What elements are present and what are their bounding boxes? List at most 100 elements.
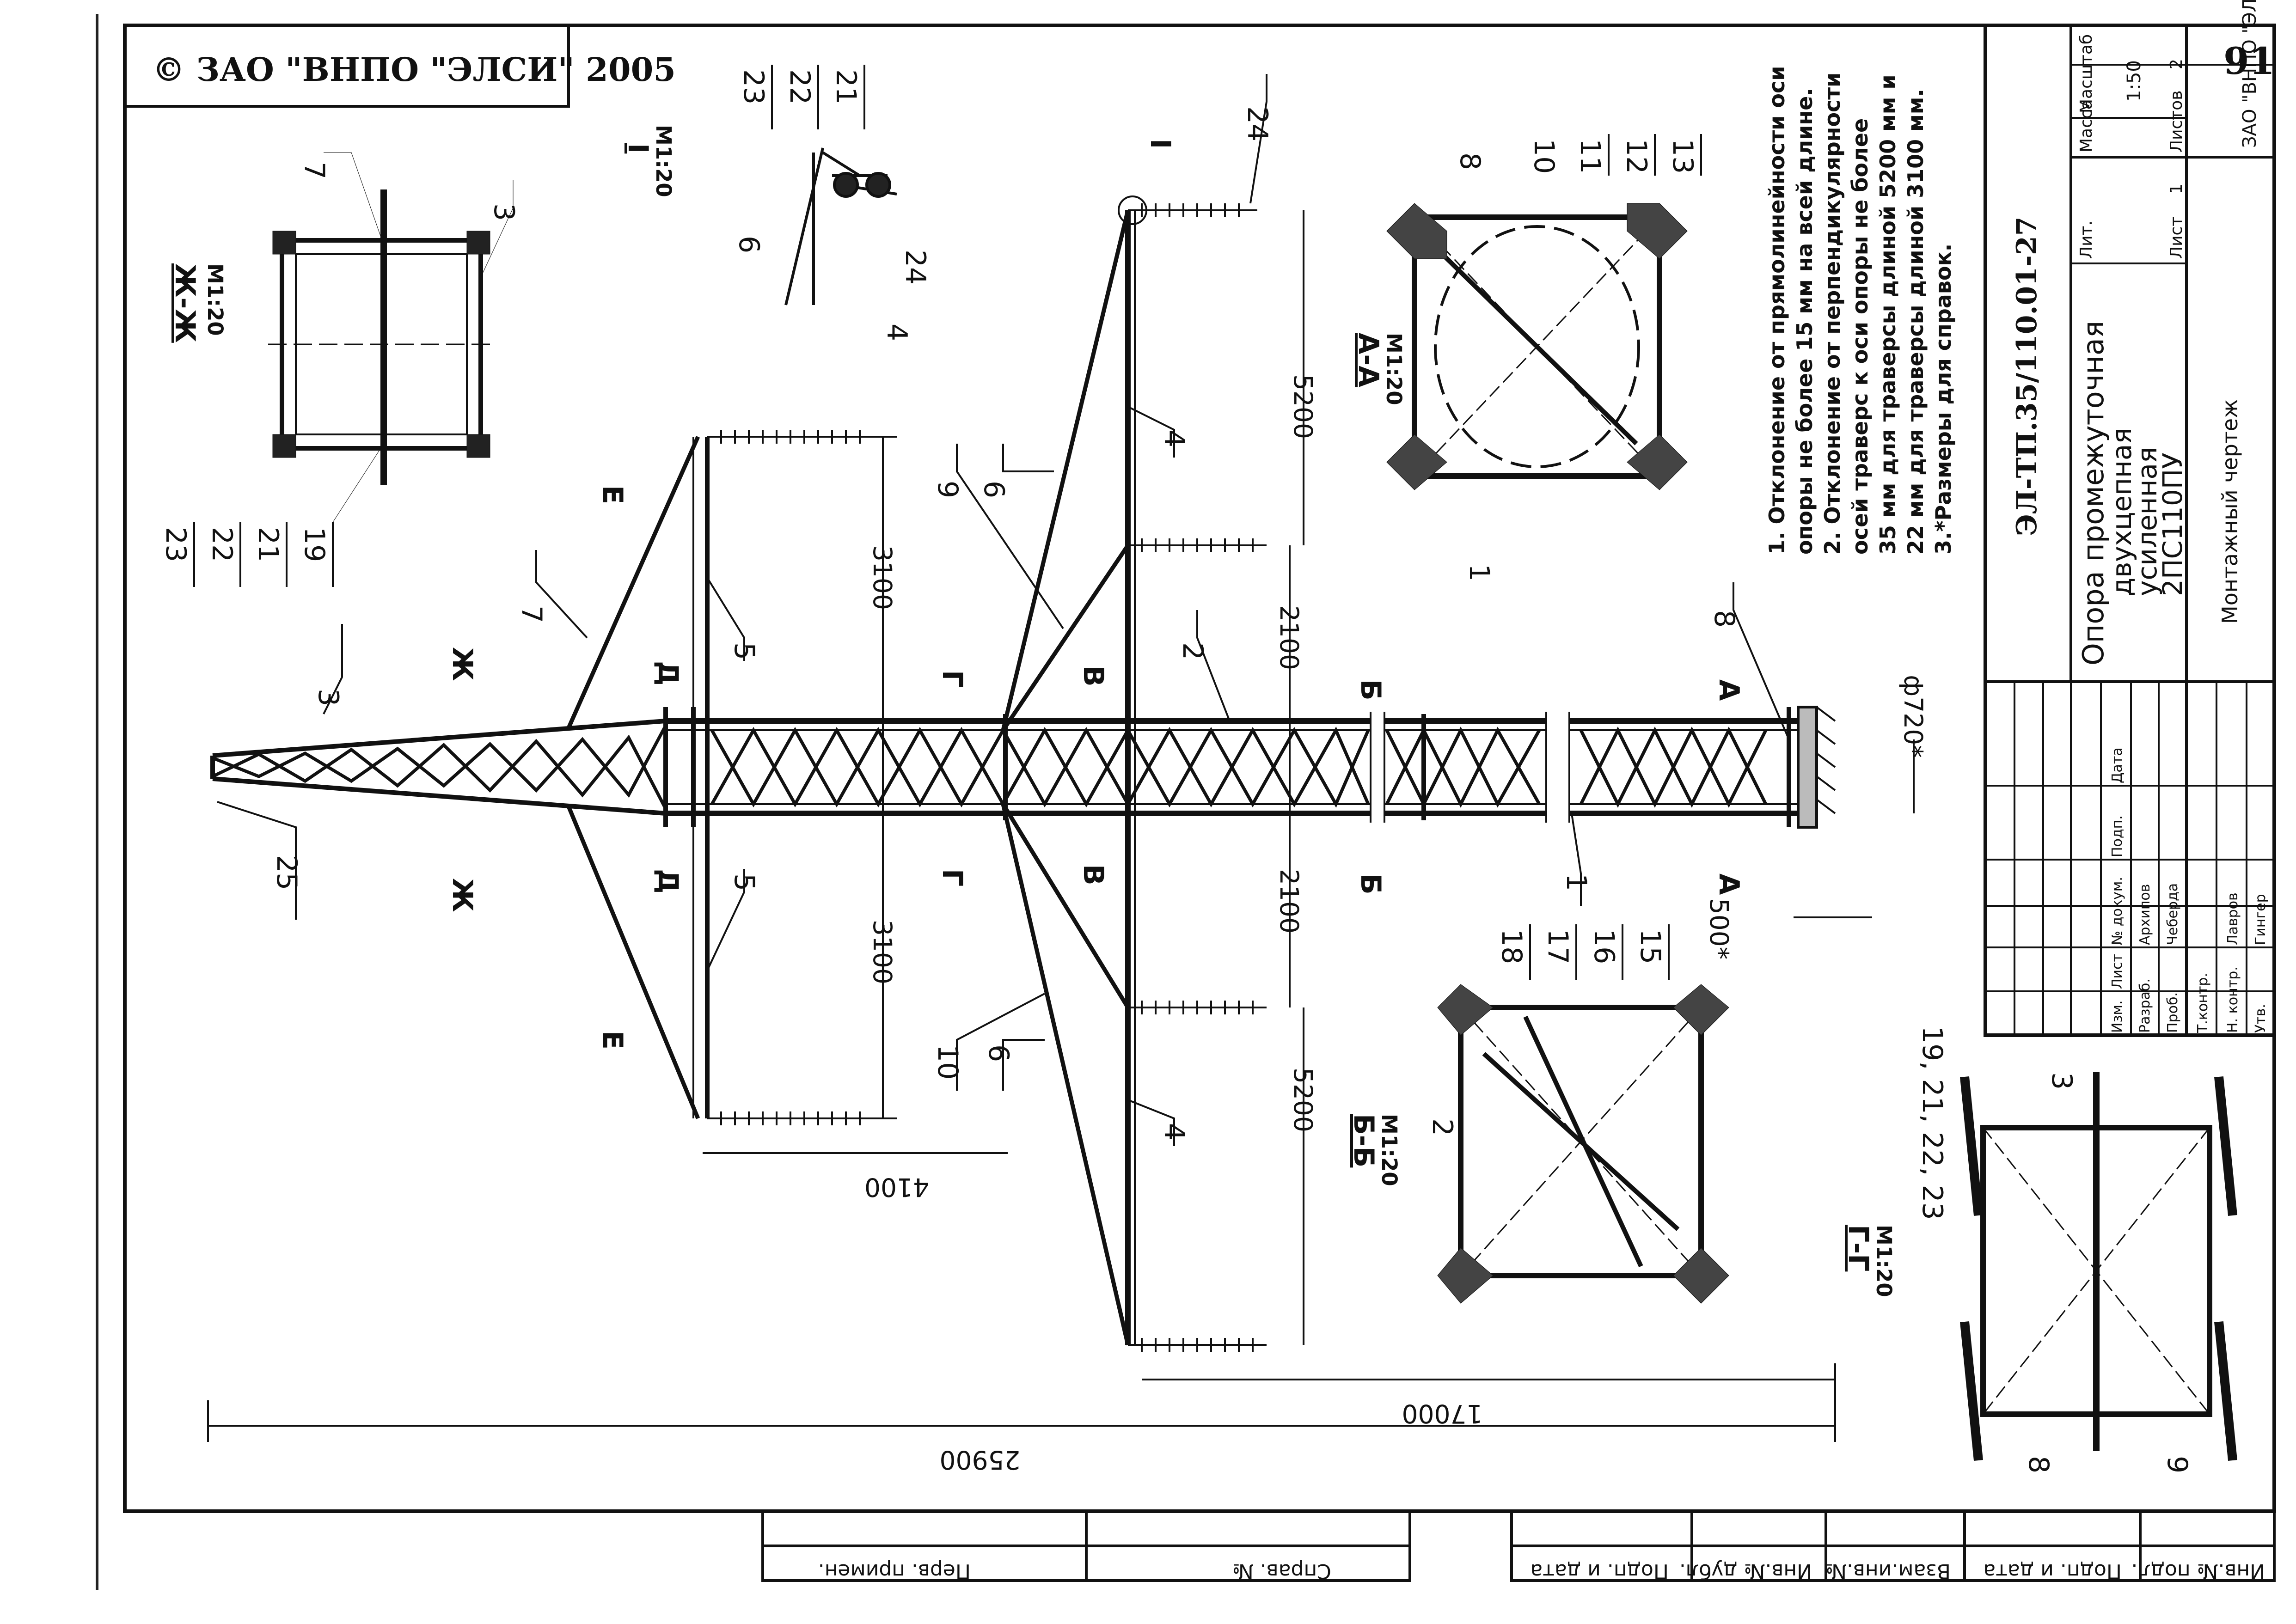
callout-6-bot: 6	[982, 1044, 1015, 1062]
mark-g-bot: Г	[936, 869, 968, 886]
strip-podp-data-2: Подп. и дата	[1983, 1559, 2122, 1583]
mark-a-bot: А	[1713, 873, 1745, 895]
name-utv: Гингер	[2253, 894, 2269, 945]
strip-inv-podl: Инв.№ подл.	[2131, 1559, 2265, 1583]
tower-elevation	[210, 706, 1836, 829]
note-line-6: 22 мм для траверсы длиной 3100 мм.	[1903, 89, 1928, 555]
svg-text:22: 22	[206, 527, 238, 562]
svg-text:15: 15	[1634, 929, 1666, 964]
callout-10: 10	[931, 1044, 964, 1080]
note-line-1: 1. Отклонение от прямолинейности оси	[1764, 66, 1789, 555]
dim-5200-bot: 5200	[1288, 1068, 1318, 1132]
svg-text:23: 23	[737, 69, 770, 104]
callout-6-top: 6	[978, 481, 1010, 498]
callout-7: 7	[515, 605, 548, 623]
section-marks: А А Б Б В В Г Г Д Д Е Е Ж Ж I	[446, 139, 1745, 1050]
drawing-type: Монтажный чертеж	[2217, 399, 2242, 624]
dim-2100-top: 2100	[1274, 605, 1304, 670]
strip-inv-dubl: Инв.№ дубл.	[1679, 1559, 1812, 1583]
gg-callout-list: 19, 21, 22, 23	[1916, 1026, 1948, 1220]
node-i-stack: 23 22 21	[737, 65, 865, 129]
title-line-2: двухцепная	[2106, 428, 2137, 596]
dim-720: ф720*	[1898, 675, 1928, 758]
bb-label: Б-Б	[1347, 1114, 1380, 1167]
note-line-3: 2. Отклонение от перпендикулярности	[1820, 73, 1845, 555]
mark-b-bot: Б	[1354, 873, 1387, 895]
copyright-text: © ЗАО "ВНПО "ЭЛСИ" 2005	[153, 50, 676, 89]
section-a-a: А-А М1:20 8 10 11 12 13 1	[1352, 134, 1702, 581]
node-i-callout-4: 4	[881, 324, 913, 341]
name-nkontr: Лавров	[2225, 892, 2241, 945]
node-i-callout-6: 6	[733, 236, 765, 253]
zhzh-scale: М1:20	[203, 263, 227, 336]
bb-stack: 18 17 16 15	[1495, 924, 1670, 980]
title-line-4: 2ПС110ПУ	[2157, 452, 2188, 596]
svg-text:16: 16	[1588, 929, 1620, 964]
dim-500: 500*	[1704, 898, 1734, 959]
svg-text:17: 17	[1542, 929, 1574, 964]
note-line-5: 35 мм для траверсы длиной 5200 мм и	[1875, 74, 1900, 555]
dimension-labels: 25900 17000 4100 3100 3100 2100 2100 520…	[864, 374, 1928, 1475]
hdr-mass: Масса	[2077, 99, 2096, 153]
svg-text:18: 18	[1495, 929, 1528, 964]
dim-25900: 25900	[940, 1445, 1021, 1475]
name-razrab: Архипов	[2137, 884, 2153, 945]
mark-v-bot: В	[1077, 864, 1109, 885]
node-i-callout-24: 24	[899, 250, 931, 285]
zhzh-callout-7: 7	[298, 162, 331, 179]
scale-value: 1:50	[2124, 60, 2145, 102]
svg-text:21: 21	[830, 69, 862, 104]
callout-25: 25	[270, 855, 303, 890]
title-block-text: 91 ЭЛ-ТП.35/110.01-27 Опора промежуточна…	[2011, 0, 2275, 1033]
company: ЗАО "ВНПО "ЭЛСИ"	[2239, 0, 2260, 148]
mark-e-bot: Е	[596, 1031, 629, 1050]
mark-zh-bot: Ж	[446, 878, 478, 912]
dim-17000: 17000	[1402, 1399, 1483, 1429]
gg-callout-9: 9	[2161, 1456, 2193, 1473]
svg-text:22: 22	[784, 69, 816, 104]
dim-3100-bot: 3100	[868, 920, 897, 984]
notes: 1. Отклонение от прямолинейности оси опо…	[1764, 66, 1956, 555]
dimension-lines	[207, 210, 1915, 1442]
sheet-number: 91	[2223, 39, 2275, 83]
hdr-scale: Масштаб	[2077, 34, 2096, 113]
hdr-izm: Изм.	[2109, 1000, 2125, 1033]
svg-text:11: 11	[1574, 139, 1606, 174]
hdr-doc: № докум.	[2109, 877, 2125, 945]
aa-stack: 11 12 13	[1574, 134, 1702, 176]
node-i-scale: М1:20	[651, 125, 676, 197]
sheet-label: Лист	[2167, 217, 2186, 259]
role-prob: Проб.	[2165, 992, 2181, 1033]
title-block	[1984, 24, 2276, 1037]
gg-scale: М1:20	[1872, 1225, 1896, 1297]
bb-scale: М1:20	[1377, 1114, 1402, 1186]
mark-a-top: А	[1713, 679, 1745, 701]
bottom-strip	[761, 1510, 2276, 1582]
mark-b-top: Б	[1354, 679, 1387, 701]
title-line-3: усиленная	[2131, 447, 2163, 596]
zhzh-callout-3: 3	[488, 203, 520, 221]
callout-9: 9	[931, 481, 964, 498]
dim-4100: 4100	[864, 1172, 929, 1202]
note-line-4: осей траверс к оси опоры не более	[1848, 118, 1873, 555]
zhzh-stack: 23 22 21 19	[159, 522, 334, 587]
callout-24: 24	[1241, 106, 1274, 141]
mark-v-top: В	[1077, 665, 1109, 687]
name-prob: Чеберда	[2165, 883, 2181, 945]
doc-code: ЭЛ-ТП.35/110.01-27	[2011, 217, 2043, 536]
mark-e-top: Е	[596, 485, 629, 504]
svg-text:13: 13	[1666, 139, 1699, 174]
sheets-label: Листов	[2167, 91, 2186, 153]
hdr-sign: Подп.	[2109, 815, 2125, 857]
note-line-2: опоры не более 15 мм на всей длине.	[1792, 88, 1817, 555]
copyright-box: © ЗАО "ВНПО "ЭЛСИ" 2005	[123, 24, 676, 108]
role-nkontr: Н. контр.	[2225, 966, 2241, 1033]
aa-label: А-А	[1352, 333, 1384, 387]
strip-podp-data-1: Подп. и дата	[1530, 1559, 1669, 1583]
sheet-value: 1	[2167, 183, 2186, 194]
callout-1: 1	[1560, 873, 1592, 891]
aa-scale: М1:20	[1382, 333, 1406, 405]
mark-d-bot: Д	[652, 869, 684, 893]
hdr-list: Лист	[2109, 954, 2125, 989]
strip-sprav: Справ. №	[1232, 1559, 1331, 1583]
